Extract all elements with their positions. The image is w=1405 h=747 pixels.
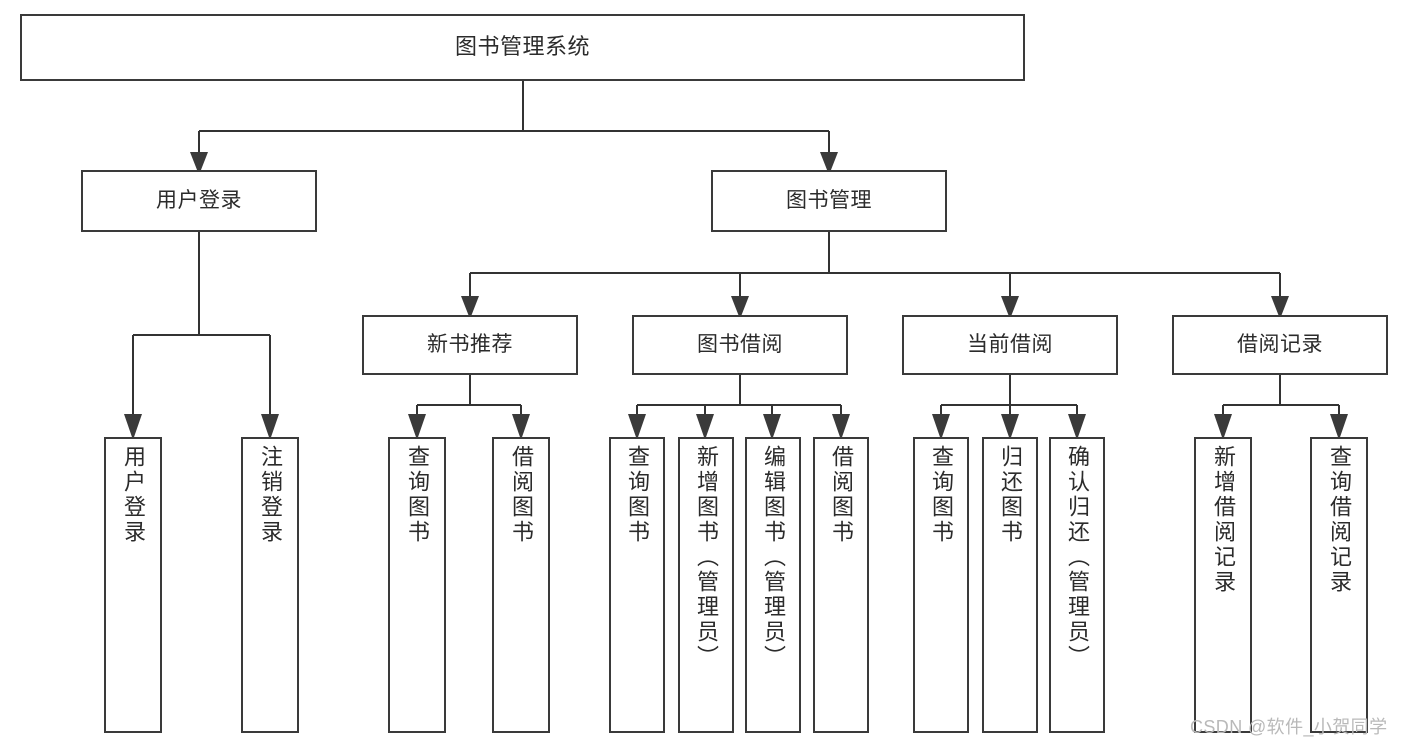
node-label: 新增图书（管理员）: [694, 445, 719, 670]
node-new-book-recommend[interactable]: 新书推荐: [362, 315, 578, 375]
node-label: 用户登录: [121, 445, 146, 545]
node-label: 用户登录: [156, 189, 242, 213]
node-leaf-add-borrow-record[interactable]: 新增借阅记录: [1194, 437, 1252, 733]
node-leaf-borrow-book-recommend[interactable]: 借阅图书: [492, 437, 550, 733]
node-current-borrow[interactable]: 当前借阅: [902, 315, 1118, 375]
node-leaf-borrow-book[interactable]: 借阅图书: [813, 437, 869, 733]
node-borrow-record[interactable]: 借阅记录: [1172, 315, 1388, 375]
node-leaf-query-book-recommend[interactable]: 查询图书: [388, 437, 446, 733]
node-label: 注销登录: [258, 445, 283, 545]
node-label: 图书管理系统: [454, 34, 590, 60]
node-label: 查询图书: [929, 445, 954, 545]
node-label: 归还图书: [998, 445, 1023, 545]
node-book-borrow[interactable]: 图书借阅: [632, 315, 848, 375]
node-book-management[interactable]: 图书管理: [711, 170, 947, 232]
node-label: 借阅记录: [1237, 333, 1323, 357]
node-user-login[interactable]: 用户登录: [81, 170, 317, 232]
node-leaf-return-book[interactable]: 归还图书: [982, 437, 1038, 733]
node-leaf-query-borrow-record[interactable]: 查询借阅记录: [1310, 437, 1368, 733]
node-leaf-query-book-current[interactable]: 查询图书: [913, 437, 969, 733]
node-label: 查询借阅记录: [1327, 445, 1352, 595]
csdn-watermark: CSDN @软件_小贺同学: [1190, 717, 1388, 737]
node-label: 新增借阅记录: [1211, 445, 1236, 595]
node-label: 图书借阅: [697, 333, 783, 357]
node-leaf-add-book-admin[interactable]: 新增图书（管理员）: [678, 437, 734, 733]
node-leaf-edit-book-admin[interactable]: 编辑图书（管理员）: [745, 437, 801, 733]
node-label: 编辑图书（管理员）: [761, 445, 786, 670]
node-root-book-management-system[interactable]: 图书管理系统: [20, 14, 1025, 81]
node-label: 图书管理: [786, 189, 872, 213]
node-leaf-confirm-return-admin[interactable]: 确认归还（管理员）: [1049, 437, 1105, 733]
node-label: 查询图书: [625, 445, 650, 545]
node-leaf-query-book-borrow[interactable]: 查询图书: [609, 437, 665, 733]
node-label: 借阅图书: [509, 445, 534, 545]
node-label: 确认归还（管理员）: [1065, 445, 1090, 670]
node-label: 当前借阅: [967, 333, 1053, 357]
node-label: 新书推荐: [427, 333, 513, 357]
node-leaf-user-login[interactable]: 用户登录: [104, 437, 162, 733]
node-label: 借阅图书: [829, 445, 854, 545]
node-leaf-logout[interactable]: 注销登录: [241, 437, 299, 733]
node-label: 查询图书: [405, 445, 430, 545]
